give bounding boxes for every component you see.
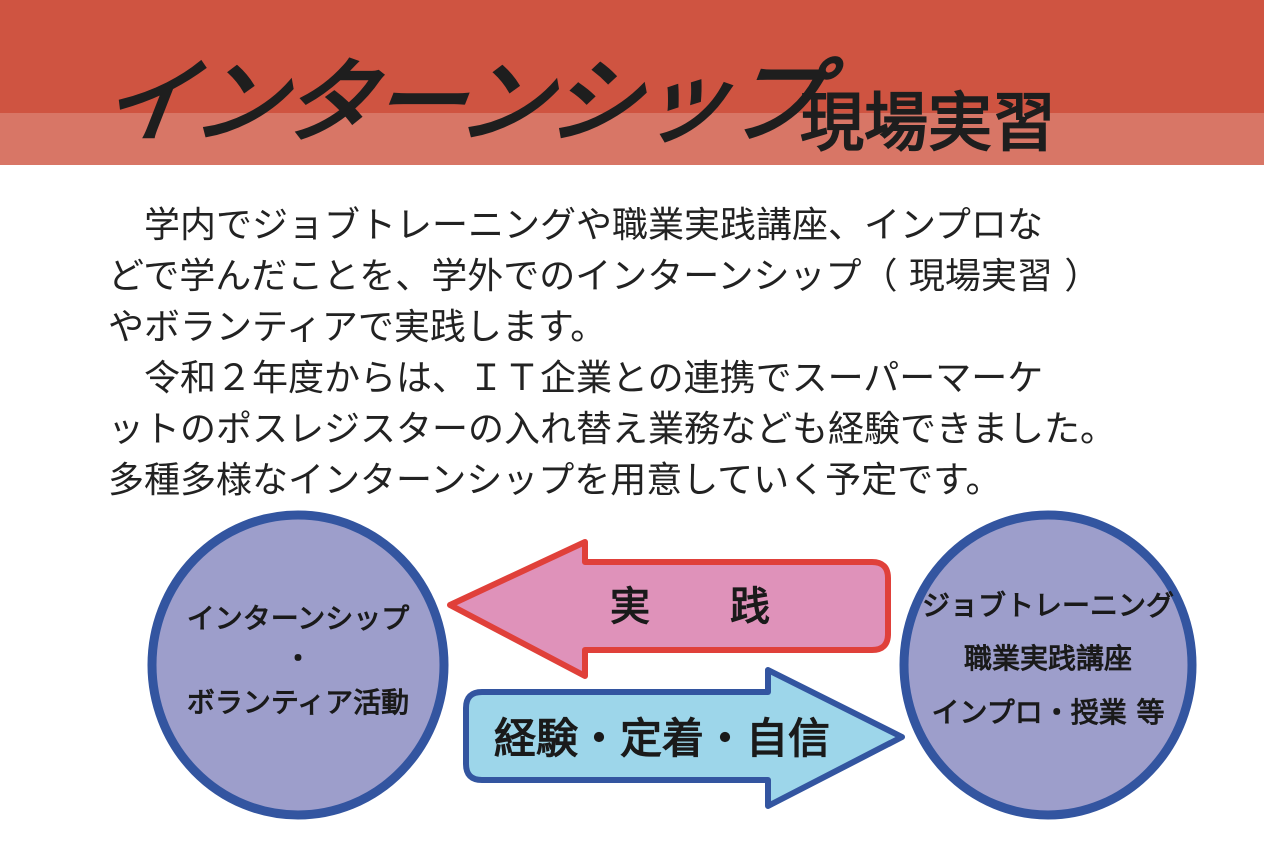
top-arrow-label: 実 践 (610, 584, 770, 630)
description-text: 学内でジョブトレーニングや職業実践講座、インプロな どで学んだことを、学外でのイ… (108, 200, 1238, 506)
text-line: やボランティアで実践します。 (108, 307, 607, 348)
right-circle (899, 510, 1197, 820)
text-line: 令和２年度からは、ＩＴ企業との連携でスーパーマーケ (108, 358, 1044, 399)
left-circle-line: ・ (284, 642, 312, 675)
page-subtitle: 現場実習 (800, 87, 1056, 161)
bottom-arrow-label: 経験・定着・自信 (494, 714, 830, 763)
text-line: 学内でジョブトレーニングや職業実践講座、インプロな (108, 205, 1043, 246)
right-circle-line: インプロ・授業 等 (932, 696, 1165, 729)
right-circle-line: ジョブトレーニング (922, 589, 1174, 622)
top-arrow-left (447, 539, 891, 679)
bottom-arrow-right (463, 667, 905, 809)
left-circle-line: インターンシップ (187, 602, 411, 635)
right-circle-line: 職業実践講座 (964, 642, 1132, 675)
text-line: どで学んだことを、学外でのインターンシップ（ 現場実習 ） (108, 256, 1101, 297)
left-circle-line: ボランティア活動 (187, 686, 409, 719)
text-line: ットのポスレジスターの入れ替え業務なども経験できました。 (108, 409, 1117, 450)
header-banner (0, 0, 1264, 165)
left-circle (147, 510, 449, 820)
text-line: 多種多様なインターンシップを用意していく予定です。 (108, 460, 1002, 501)
